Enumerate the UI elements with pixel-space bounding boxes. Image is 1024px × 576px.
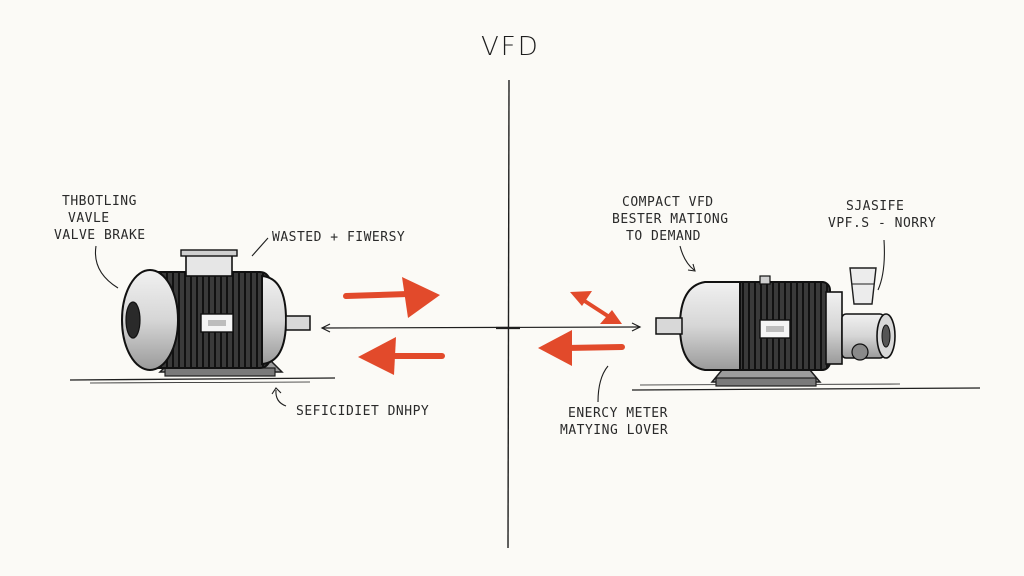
left-arrow-left <box>358 337 445 375</box>
leader-wasted <box>251 237 269 257</box>
callout-line: THBOTLING <box>62 194 137 209</box>
callout-line: MATYING LOVER <box>560 423 669 438</box>
callout-compact-vfd: COMPACT VFD BESTER MATIONG TO DEMAND <box>612 194 729 245</box>
right-arrow-left <box>538 330 625 366</box>
callout-line: BESTER MATIONG <box>612 212 729 227</box>
callout-energy-meter: ENERCY METER MATYING LOVER <box>560 405 668 439</box>
callout-throttling-valve: THBOTLING VAVLE VALVE BRAKE <box>54 193 146 244</box>
leader-energy-meter <box>597 365 609 403</box>
axis-left-tick <box>320 323 331 333</box>
callout-wasted-energy: WASTED + FIWERSY <box>272 230 406 245</box>
left-arrow-right <box>343 277 440 318</box>
leader-deficient-head <box>271 387 282 395</box>
right-arrow-diagonal <box>570 291 622 324</box>
sensor-cup <box>849 267 877 305</box>
diagram-title: VFD <box>481 32 540 62</box>
leader-deficient <box>275 389 287 407</box>
callout-line: COMPACT VFD <box>622 195 714 210</box>
horizontal-axis <box>321 326 641 329</box>
callout-line: SJASIFE <box>846 199 905 214</box>
callout-line: ENERCY METER <box>568 406 668 421</box>
callout-line: VALVE BRAKE <box>54 228 146 243</box>
leader-vpfs <box>877 239 885 291</box>
callout-deficient-energy: SEFICIDIET DNHPY <box>296 404 430 419</box>
callout-vpfs: SJASIFE VPF.S - NORRY <box>828 198 936 232</box>
left-motor-illustration <box>69 249 336 384</box>
right-motor-illustration <box>631 275 981 391</box>
axis-right-tick <box>631 322 642 332</box>
leader-compact-vfd <box>679 245 695 271</box>
leader-compact-vfd-head <box>687 263 696 272</box>
leader-throttling <box>94 245 119 289</box>
callout-line: TO DEMAND <box>626 229 701 244</box>
callout-line: VAVLE <box>68 211 110 226</box>
vertical-divider <box>507 79 510 549</box>
callout-line: VPF.S - NORRY <box>828 216 937 231</box>
